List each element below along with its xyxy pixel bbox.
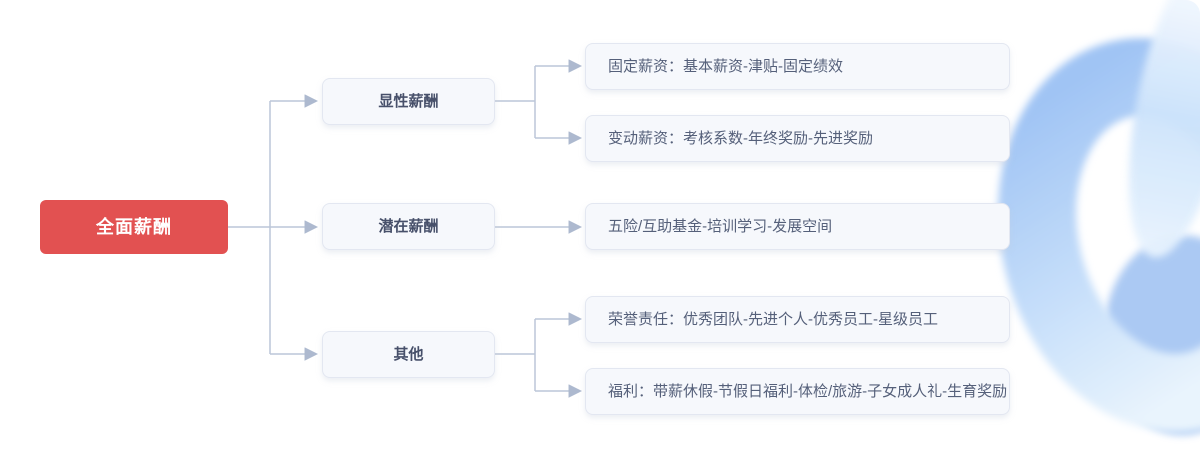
branch-node-explicit-pay: 显性薪酬 — [322, 78, 495, 125]
swirl-highlight-blade — [1129, 0, 1200, 258]
leaf-node-variable-salary: 变动薪资：考核系数-年终奖励-先进奖励 — [585, 115, 1010, 162]
leaf-node-fixed-salary: 固定薪资：基本薪资-津贴-固定绩效 — [585, 43, 1010, 90]
leaf-node-honor-responsibility: 荣誉责任：优秀团队-先进个人-优秀员工-星级员工 — [585, 296, 1010, 343]
leaf-node-welfare: 福利：带薪休假-节假日福利-体检/旅游-子女成人礼-生育奖励 — [585, 368, 1010, 415]
leaf-node-insurance-training: 五险/互助基金-培训学习-发展空间 — [585, 203, 1010, 250]
branch-node-other: 其他 — [322, 331, 495, 378]
branch-node-potential-pay: 潜在薪酬 — [322, 203, 495, 250]
swirl-back-blob — [1104, 235, 1200, 435]
swirl-ring — [998, 38, 1200, 432]
root-node-total-compensation: 全面薪酬 — [40, 200, 228, 254]
